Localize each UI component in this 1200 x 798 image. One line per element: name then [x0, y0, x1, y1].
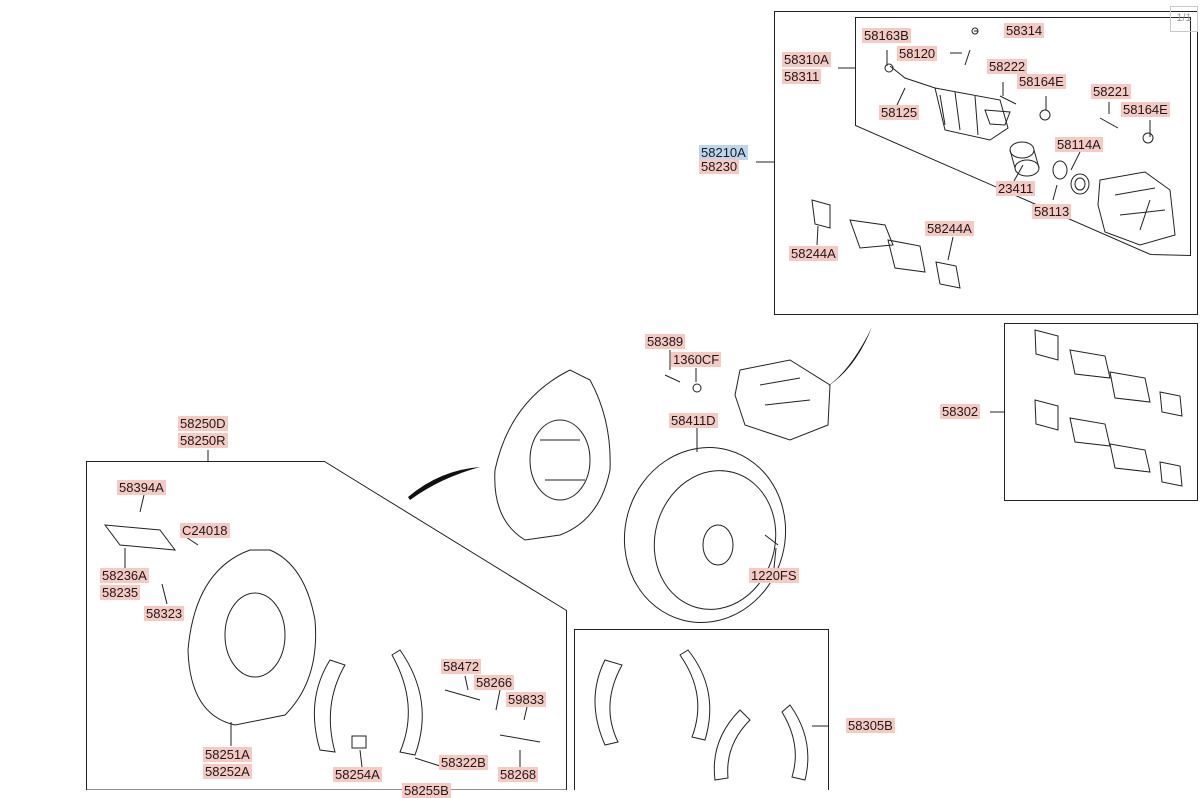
bolt-drawings — [884, 27, 1154, 144]
caliper-bracket-drawing — [934, 87, 1011, 141]
drum-backing-plate-drawing — [103, 524, 317, 726]
label-58322B[interactable]: 58322B — [439, 755, 488, 770]
spring-drawings — [351, 689, 541, 767]
brake-rotor-drawing — [623, 447, 787, 623]
label-58251A[interactable]: 58251A — [203, 747, 252, 762]
brake-shoe-drawings — [313, 649, 809, 781]
label-58389[interactable]: 58389 — [645, 334, 686, 349]
label-58163B[interactable]: 58163B — [862, 28, 911, 43]
pad-kit-drawings — [1034, 329, 1183, 487]
seal-ring-drawing — [1052, 160, 1068, 180]
label-58164E-a[interactable]: 58164E — [1017, 74, 1066, 89]
label-58394A[interactable]: 58394A — [117, 480, 166, 495]
label-58235[interactable]: 58235 — [100, 585, 141, 600]
label-58244A-a[interactable]: 58244A — [789, 246, 838, 261]
label-58113[interactable]: 58113 — [1032, 204, 1072, 219]
label-58411D[interactable]: 58411D — [669, 413, 718, 428]
label-58250D[interactable]: 58250D — [178, 416, 228, 431]
label-58252A[interactable]: 58252A — [203, 764, 252, 779]
backing-plate-drawing — [494, 369, 611, 541]
boot-ring-drawing — [1070, 173, 1090, 195]
page-indicator: 1/1 — [1170, 6, 1198, 32]
pad-kit-box — [1004, 323, 1198, 501]
pointer-arc-right — [825, 327, 872, 388]
shoe-kit-box — [574, 629, 829, 790]
label-58268[interactable]: 58268 — [498, 767, 539, 782]
label-58114A[interactable]: 58114A — [1055, 137, 1103, 152]
pointer-arc-left — [408, 467, 480, 500]
label-58120[interactable]: 58120 — [897, 46, 938, 61]
label-58310A[interactable]: 58310A — [782, 52, 831, 67]
assembled-caliper-drawing — [664, 359, 831, 441]
label-58125[interactable]: 58125 — [879, 105, 920, 120]
label-58164E-b[interactable]: 58164E — [1121, 102, 1170, 117]
caliper-piston-drawing — [1009, 141, 1040, 177]
label-58314[interactable]: 58314 — [1004, 23, 1045, 38]
label-58222[interactable]: 58222 — [987, 59, 1028, 74]
label-58302[interactable]: 58302 — [940, 404, 981, 419]
label-59833[interactable]: 59833 — [506, 692, 547, 707]
label-58323[interactable]: 58323 — [144, 606, 185, 621]
label-58305B[interactable]: 58305B — [846, 718, 895, 733]
label-58266[interactable]: 58266 — [474, 675, 515, 690]
label-58210A[interactable]: 58210A — [699, 145, 748, 160]
label-58254A[interactable]: 58254A — [333, 767, 382, 782]
label-58221[interactable]: 58221 — [1091, 84, 1132, 99]
label-58472[interactable]: 58472 — [441, 659, 482, 674]
label-1220FS[interactable]: 1220FS — [749, 568, 799, 583]
label-58250R[interactable]: 58250R — [178, 433, 228, 448]
caliper-assembly-box — [774, 11, 1198, 315]
caliper-housing-drawing — [1097, 171, 1176, 246]
upper-pad-drawings — [811, 199, 961, 289]
label-58236A[interactable]: 58236A — [100, 568, 149, 583]
label-23411[interactable]: 23411 — [996, 181, 1036, 196]
label-1360CF[interactable]: 1360CF — [671, 352, 722, 367]
label-58244A-b[interactable]: 58244A — [925, 221, 974, 236]
label-58311[interactable]: 58311 — [782, 69, 822, 84]
caliper-inner-box — [855, 17, 1191, 257]
label-58230[interactable]: 58230 — [699, 159, 740, 174]
label-58255B[interactable]: 58255B — [402, 783, 451, 798]
drum-brake-box — [86, 461, 567, 790]
label-C24018[interactable]: C24018 — [180, 523, 230, 538]
